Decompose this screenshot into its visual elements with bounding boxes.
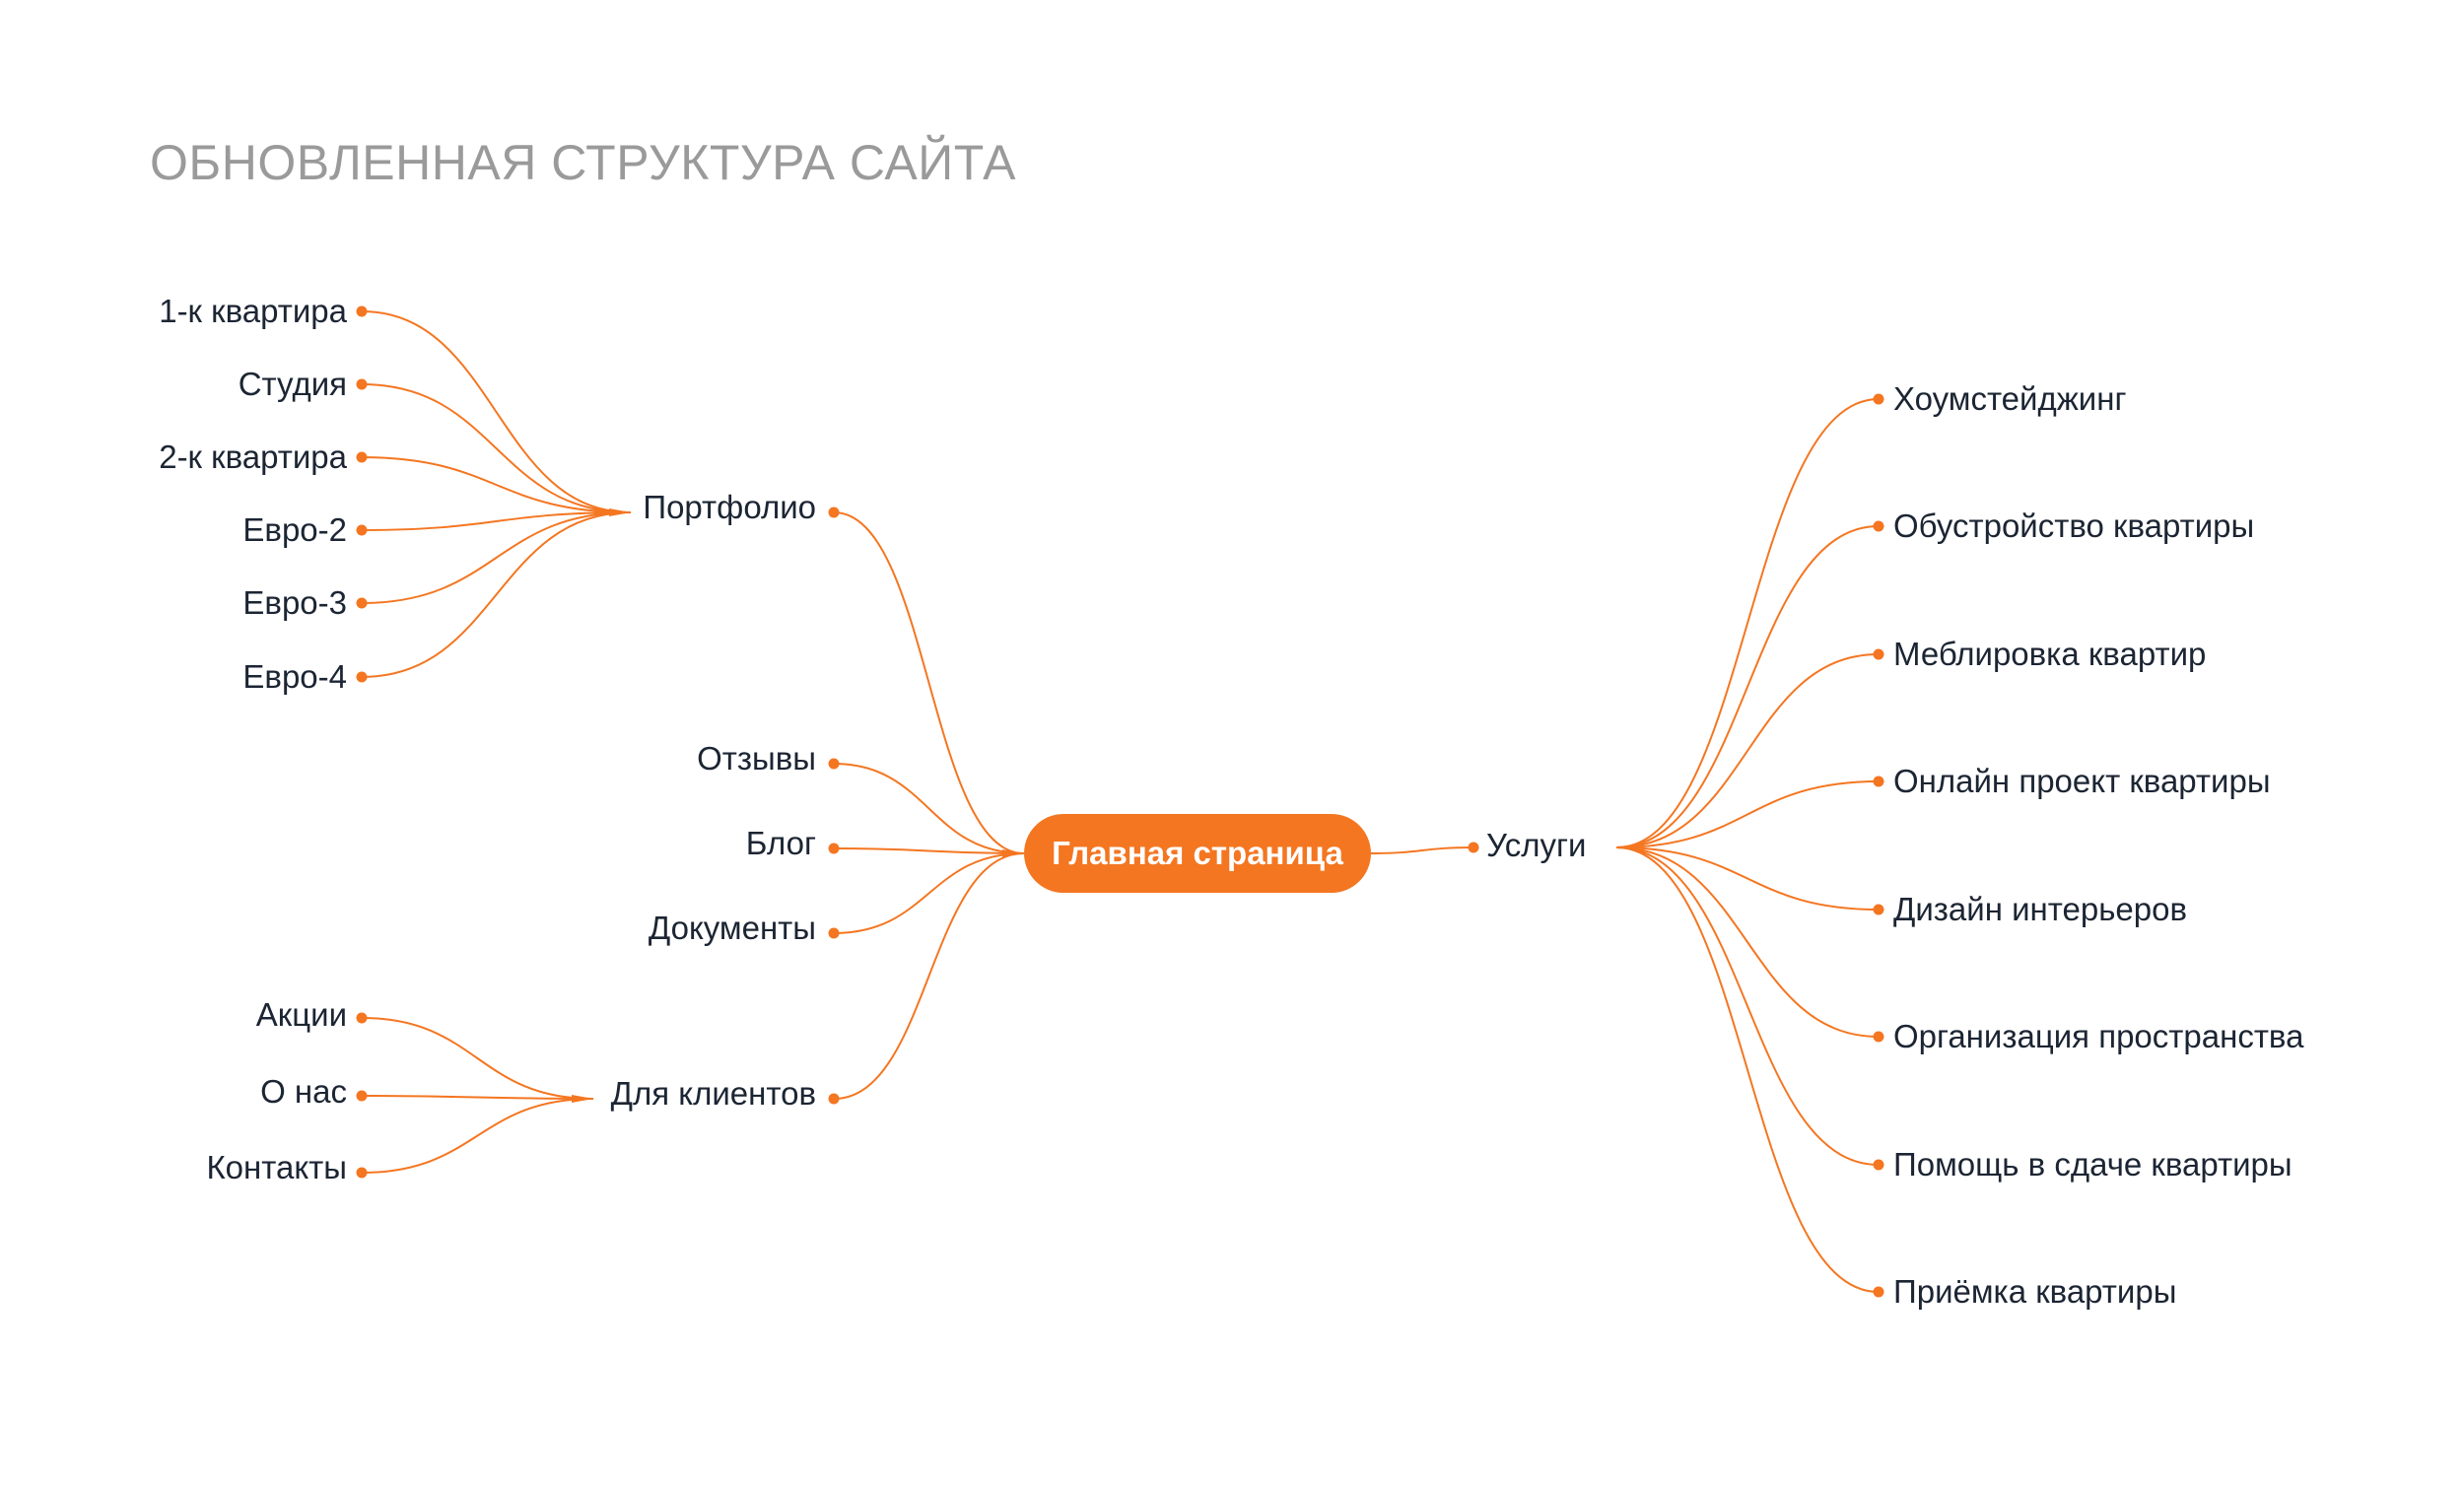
connector-clients-3 xyxy=(361,1098,594,1174)
leaf-portfolio-3[interactable]: 2-к квартира xyxy=(159,439,347,475)
leaf-services-5[interactable]: Дизайн интерьеров xyxy=(1893,891,2187,927)
dot-services-leaf-6 xyxy=(1873,1031,1884,1043)
connector-root-reviews xyxy=(833,763,1025,854)
connector-root-for-clients xyxy=(833,852,1025,1100)
leaf-services-8[interactable]: Приёмка квартиры xyxy=(1893,1273,2177,1310)
dot-portfolio-leaf-2 xyxy=(356,378,368,390)
leaf-portfolio-5[interactable]: Евро-3 xyxy=(242,584,347,621)
dot-clients-leaf-2 xyxy=(356,1090,368,1102)
connector-root-portfolio xyxy=(833,511,1025,854)
node-services[interactable]: Услуги xyxy=(1486,827,1587,863)
leaf-services-6[interactable]: Организация пространства xyxy=(1893,1018,2304,1054)
node-blog[interactable]: Блог xyxy=(745,825,816,861)
connector-root-services xyxy=(1370,846,1474,854)
root-node[interactable]: Главная страница xyxy=(1024,814,1371,893)
dot-services xyxy=(1468,842,1479,853)
services-hub xyxy=(1616,844,1638,851)
dot-services-leaf-1 xyxy=(1873,393,1884,405)
connector-portfolio-6 xyxy=(361,511,632,678)
dot-services-leaf-5 xyxy=(1873,904,1884,915)
portfolio-hub xyxy=(609,508,631,516)
leaf-clients-2[interactable]: О нас xyxy=(260,1073,347,1110)
leaf-services-4[interactable]: Онлайн проект квартиры xyxy=(1893,763,2271,799)
dot-portfolio xyxy=(828,507,840,518)
dot-services-leaf-3 xyxy=(1873,648,1884,660)
clients-hub xyxy=(572,1095,593,1103)
leaf-portfolio-1[interactable]: 1-к квартира xyxy=(159,293,347,329)
leaf-portfolio-2[interactable]: Студия xyxy=(238,366,347,402)
dot-services-leaf-7 xyxy=(1873,1159,1884,1171)
leaf-services-1[interactable]: Хоумстейджинг xyxy=(1893,380,2127,417)
connector-services-8 xyxy=(1615,846,1880,1293)
dot-services-leaf-4 xyxy=(1873,776,1884,787)
leaf-services-2[interactable]: Обустройство квартиры xyxy=(1893,507,2255,544)
connector-portfolio-5 xyxy=(361,511,632,604)
connector-clients-1 xyxy=(361,1017,594,1100)
diagram-title: ОБНОВЛЕННАЯ СТРУКТУРА САЙТА xyxy=(150,135,1016,190)
node-portfolio[interactable]: Портфолио xyxy=(643,489,816,525)
node-documents[interactable]: Документы xyxy=(648,910,816,946)
connector-services-6 xyxy=(1615,846,1880,1038)
dot-blog xyxy=(828,843,840,854)
connector-clients-2 xyxy=(361,1095,594,1100)
connector-portfolio-3 xyxy=(361,456,632,513)
dot-documents xyxy=(828,927,840,939)
connector-root-documents xyxy=(833,852,1025,934)
connector-root-blog xyxy=(833,847,1025,854)
dot-clients-leaf-1 xyxy=(356,1012,368,1024)
connector-services-7 xyxy=(1615,846,1880,1166)
root-left-hub xyxy=(1002,849,1024,857)
dot-services-leaf-2 xyxy=(1873,520,1884,532)
dot-services-leaf-8 xyxy=(1873,1286,1884,1298)
dot-portfolio-leaf-4 xyxy=(356,524,368,536)
leaf-services-3[interactable]: Меблировка квартир xyxy=(1893,636,2207,672)
dot-for-clients xyxy=(828,1093,840,1105)
dot-portfolio-leaf-3 xyxy=(356,451,368,463)
dot-portfolio-leaf-6 xyxy=(356,671,368,683)
connector-services-3 xyxy=(1615,653,1880,848)
connector-services-1 xyxy=(1615,398,1880,848)
connector-portfolio-4 xyxy=(361,511,632,531)
connector-portfolio-1 xyxy=(361,310,632,513)
leaf-clients-3[interactable]: Контакты xyxy=(206,1149,347,1185)
leaf-clients-1[interactable]: Акции xyxy=(255,996,347,1033)
leaf-portfolio-6[interactable]: Евро-4 xyxy=(242,658,347,695)
connector-services-5 xyxy=(1615,846,1880,911)
connector-services-2 xyxy=(1615,525,1880,848)
dot-portfolio-leaf-1 xyxy=(356,305,368,317)
leaf-portfolio-4[interactable]: Евро-2 xyxy=(242,511,347,548)
node-for-clients[interactable]: Для клиентов xyxy=(610,1075,816,1112)
leaf-services-7[interactable]: Помощь в сдаче квартиры xyxy=(1893,1146,2293,1183)
connector-portfolio-2 xyxy=(361,383,632,513)
node-reviews[interactable]: Отзывы xyxy=(697,740,816,777)
dot-portfolio-leaf-5 xyxy=(356,597,368,609)
connector-services-4 xyxy=(1615,780,1880,848)
dot-clients-leaf-3 xyxy=(356,1167,368,1179)
dot-reviews xyxy=(828,758,840,770)
